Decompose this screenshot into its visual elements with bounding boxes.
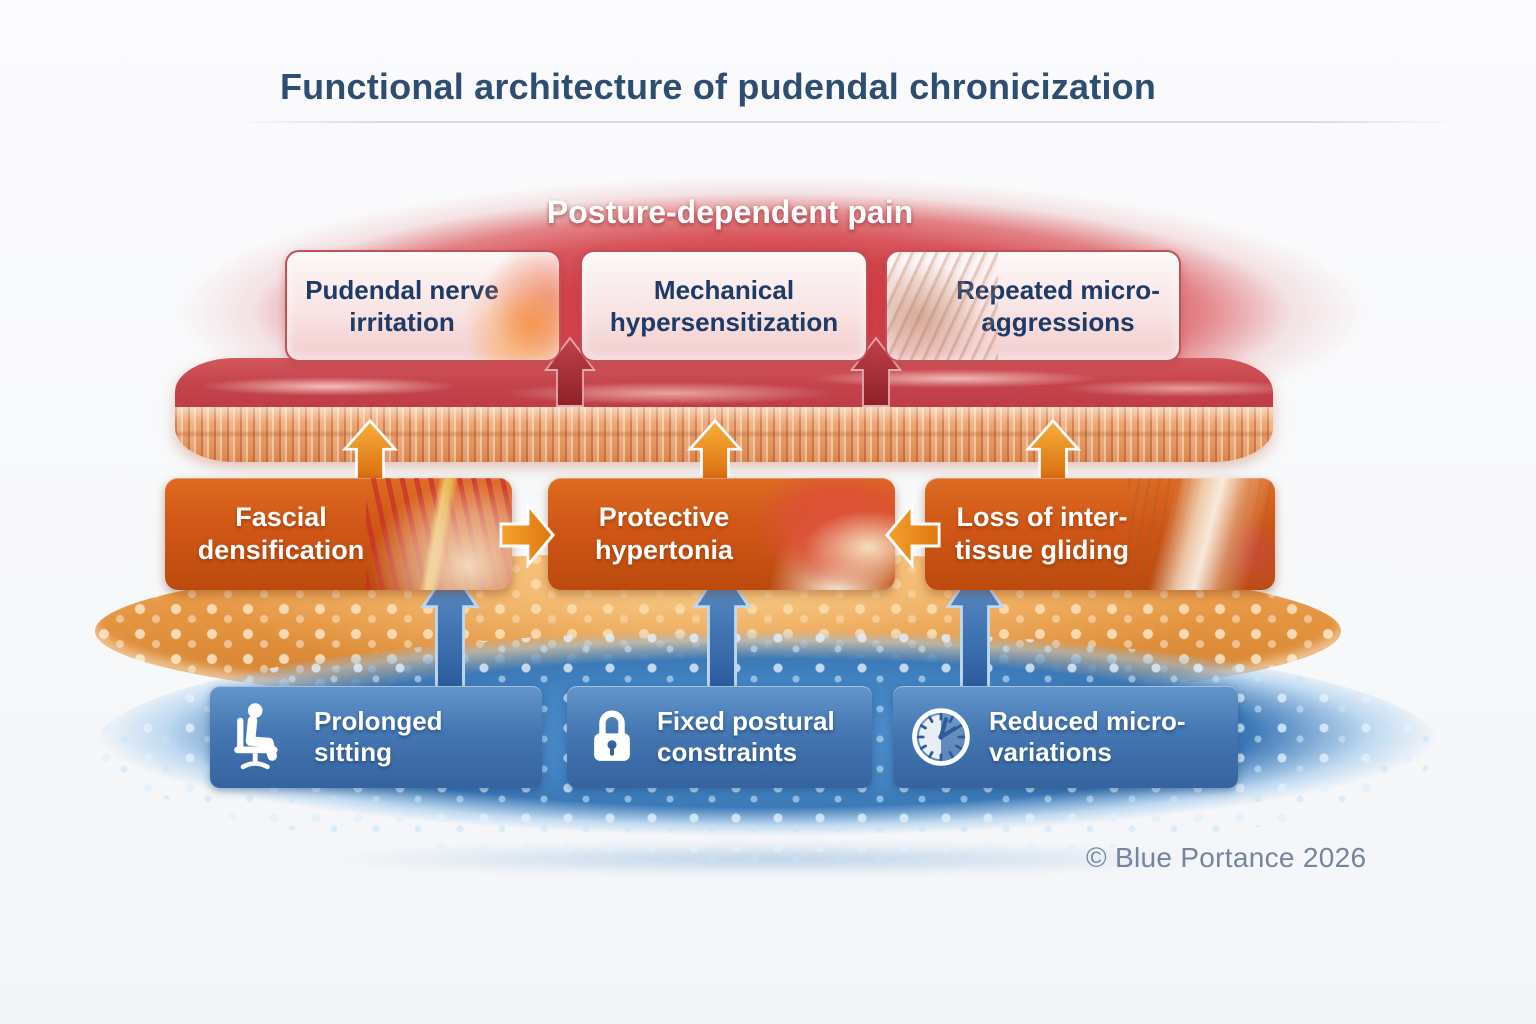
pain-box-mechanical-hypersensitization: Mechanical hypersensitization	[580, 250, 868, 362]
muscle-bundle-illustration	[749, 478, 895, 590]
pain-box-label: Repeated micro-aggressions	[956, 274, 1160, 338]
padlock-icon	[583, 706, 641, 768]
cause-box-prolonged-sitting: Prolonged sitting	[210, 686, 542, 788]
right-arrow-orange	[499, 503, 555, 567]
cause-box-label: Reduced micro-variations	[989, 705, 1186, 767]
pain-banner-label: Posture-dependent pain	[546, 194, 914, 230]
up-arrow-orange	[688, 419, 742, 483]
up-arrow-orange	[343, 419, 397, 483]
left-arrow-orange	[885, 503, 941, 567]
mechanism-box-fascial-densification: Fascial densification	[165, 478, 512, 590]
pain-box-label: Mechanical hypersensitization	[609, 274, 839, 338]
mechanism-box-loss-of-gliding: Loss of inter-tissue gliding	[925, 478, 1275, 590]
muscle-layer-illustration	[175, 358, 1273, 407]
copyright-notice: © Blue Portance 2026	[1086, 842, 1367, 873]
pain-box-pudendal-nerve-irritation: Pudendal nerve irritation	[285, 250, 561, 362]
up-arrow-orange	[1026, 419, 1080, 483]
cause-box-label: Fixed postural constraints	[657, 705, 835, 767]
pain-box-label: Pudendal nerve irritation	[305, 274, 499, 338]
cause-box-label: Prolonged sitting	[314, 705, 443, 767]
fascia-fibers-illustration	[366, 478, 512, 590]
title-divider	[232, 121, 1460, 123]
page-title: Functional architecture of pudendal chro…	[279, 66, 1157, 107]
mechanism-box-label: Protective hypertonia	[595, 502, 734, 565]
mechanism-box-label: Loss of inter-tissue gliding	[954, 502, 1129, 565]
seated-person-icon	[226, 699, 298, 775]
mechanism-box-label: Fascial densification	[197, 502, 365, 565]
mechanism-box-protective-hypertonia: Protective hypertonia	[548, 478, 895, 590]
cause-box-fixed-postural-constraints: Fixed postural constraints	[567, 686, 872, 788]
pain-box-repeated-micro-aggressions: Repeated micro-aggressions	[885, 250, 1181, 362]
tissue-layers-illustration	[1128, 478, 1275, 590]
clock-icon	[909, 705, 973, 769]
cause-box-reduced-micro-variations: Reduced micro-variations	[893, 686, 1238, 788]
